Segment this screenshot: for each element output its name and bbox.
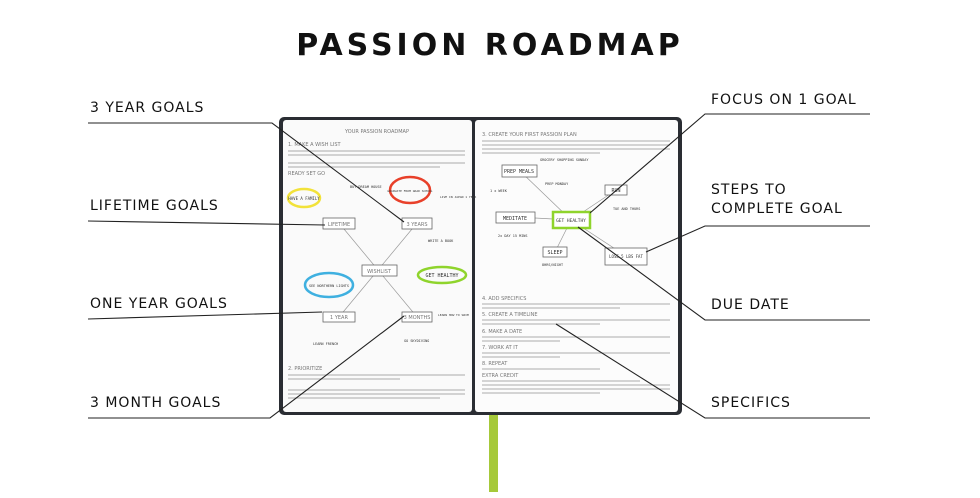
- note-family: HAVE A FAMILY: [288, 196, 320, 201]
- label-due-date: DUE DATE: [711, 297, 790, 313]
- box-1-year: 1 YEAR: [330, 315, 348, 321]
- callout-lines: [87, 113, 870, 419]
- box-3-months: 3 MONTHS: [404, 315, 431, 321]
- label-3-year-goals: 3 YEAR GOALS: [90, 100, 205, 116]
- section-heading: 6. MAKE A DATE: [482, 329, 522, 335]
- note-northern-lights: SEE NORTHERN LIGHTS: [309, 284, 349, 288]
- note-get-healthy: GET HEALTHY: [425, 273, 458, 279]
- note: TUE AND THURS: [613, 207, 640, 211]
- label-steps-line2: COMPLETE GOAL: [711, 201, 843, 217]
- section-heading: 7. WORK AT IT: [482, 345, 519, 351]
- label-specifics: SPECIFICS: [711, 395, 791, 411]
- box-meditate: MEDITATE: [503, 216, 527, 222]
- section-heading: 5. CREATE A TIMELINE: [482, 312, 538, 318]
- note-grad-school: GRADUATE FROM GRAD SCHOOL: [387, 189, 432, 193]
- box-lifetime: LIFETIME: [328, 222, 350, 228]
- section-heading: 8. REPEAT: [482, 361, 508, 367]
- note: LIVE IN JAPAN 1 YEAR: [440, 195, 476, 199]
- note: 8HRS/NIGHT: [542, 263, 564, 267]
- section-heading: READY SET GO: [288, 171, 325, 177]
- section-heading: EXTRA CREDIT: [482, 373, 519, 379]
- bookmark-ribbon: [489, 410, 498, 492]
- left-page-content: YOUR PASSION ROADMAP 1. MAKE A WISH LIST…: [286, 129, 476, 399]
- box-get-healthy: GET HEALTHY: [556, 218, 586, 224]
- label-lifetime-goals: LIFETIME GOALS: [90, 198, 219, 214]
- box-sleep: SLEEP: [547, 250, 562, 256]
- note: 1 x WEEK: [490, 189, 508, 193]
- box-wishlist: WISHLIST: [367, 269, 392, 275]
- note: WRITE A BOOK: [428, 239, 454, 243]
- box-3-years: 3 YEARS: [406, 222, 427, 228]
- page-title: PASSION ROADMAP: [296, 28, 684, 63]
- section-heading: 4. ADD SPECIFICS: [482, 296, 526, 302]
- note: LEARN HOW TO SWIM: [438, 313, 469, 317]
- label-focus-on-1-goal: FOCUS ON 1 GOAL: [711, 92, 857, 108]
- note: PREP MONDAY: [545, 182, 569, 186]
- box-prep-meals: PREP MEALS: [504, 169, 534, 175]
- note: 2x DAY 15 MINS: [498, 234, 528, 238]
- note: LEARN FRENCH: [313, 342, 338, 346]
- section-heading: 2. PRIORITIZE: [288, 366, 322, 372]
- right-page-content: 3. CREATE YOUR FIRST PASSION PLAN PREP M…: [482, 132, 670, 394]
- label-one-year-goals: ONE YEAR GOALS: [90, 296, 228, 312]
- goal-box: [551, 210, 592, 230]
- note: GROCERY SHOPPING SUNDAY: [540, 158, 589, 162]
- label-steps-line1: STEPS TO: [711, 182, 787, 198]
- label-3-month-goals: 3 MONTH GOALS: [90, 395, 222, 411]
- note: GO SKYDIVING: [404, 339, 429, 343]
- section-heading: 3. CREATE YOUR FIRST PASSION PLAN: [482, 132, 577, 138]
- note: BUY DREAM HOUSE: [350, 185, 382, 189]
- section-heading: 1. MAKE A WISH LIST: [288, 142, 342, 148]
- box-lose-5-lbs: LOSE 5 LBS FAT: [609, 254, 643, 259]
- left-page-heading: YOUR PASSION ROADMAP: [344, 129, 409, 135]
